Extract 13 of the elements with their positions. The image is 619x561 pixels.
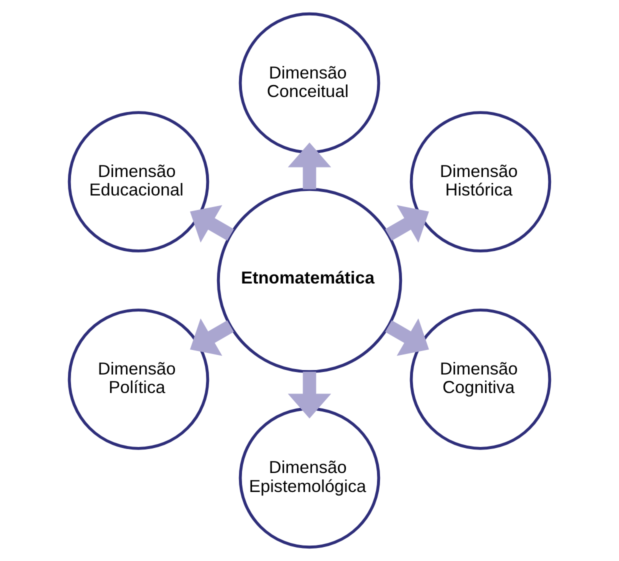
node-circle: Dimensão Cognitiva [410, 308, 552, 450]
arrow [190, 205, 234, 243]
node-circle: Dimensão Histórica [410, 111, 552, 252]
arrow [288, 372, 332, 418]
arrow [385, 205, 429, 243]
arrow [288, 142, 332, 190]
node-circle: Dimensão Conceitual [238, 12, 380, 154]
arrow [385, 318, 429, 356]
arrow [190, 318, 234, 356]
node-circle: Dimensão Epistemológica [238, 407, 380, 549]
node-circle: Dimensão Política [68, 308, 210, 450]
node-circle: Etnomatemática [216, 188, 402, 374]
node-circle: Dimensão Educacional [68, 111, 210, 252]
